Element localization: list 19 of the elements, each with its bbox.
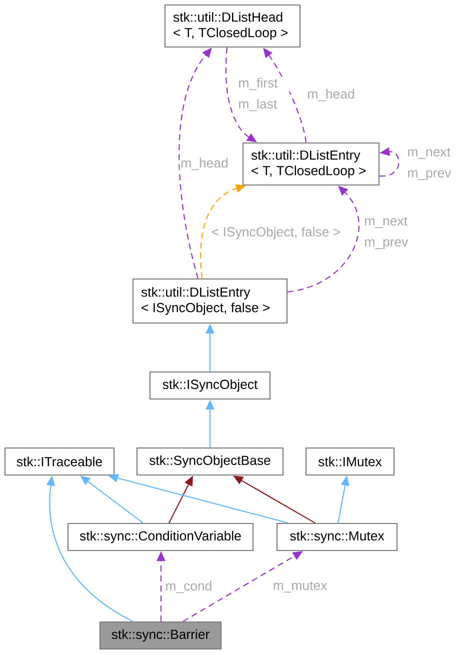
class-box: stk::util::DListEntry < ISyncObject, false >: [132, 278, 288, 324]
class-box: stk::IMutex: [305, 447, 395, 476]
edge-label: m_head: [180, 156, 230, 172]
edge-label: m_mutex: [272, 580, 328, 594]
edge-label: m_next m_prev: [363, 216, 418, 250]
edge-label: m_head: [306, 88, 356, 102]
edge-label: < ISyncObject, false >: [210, 226, 342, 240]
edge-label: m_next m_prev: [406, 146, 460, 182]
dashed-arrow: [287, 186, 360, 293]
class-box: stk::sync::ConditionVariable: [67, 522, 254, 552]
class-box: stk::sync::Mutex: [276, 522, 398, 552]
edge-label: m_cond: [164, 580, 214, 594]
class-box: stk::ITraceable: [4, 447, 115, 476]
class-box: stk::sync::Barrier: [99, 621, 222, 650]
class-box: stk::util::DListEntry < T, TClosedLoop >: [242, 142, 380, 186]
class-box: stk::util::DListHead < T, TClosedLoop >: [164, 4, 301, 48]
class-box: stk::ISyncObject: [149, 371, 271, 400]
edge-label: m_first m_last: [237, 76, 290, 112]
class-box: stk::SyncObjectBase: [136, 447, 284, 476]
